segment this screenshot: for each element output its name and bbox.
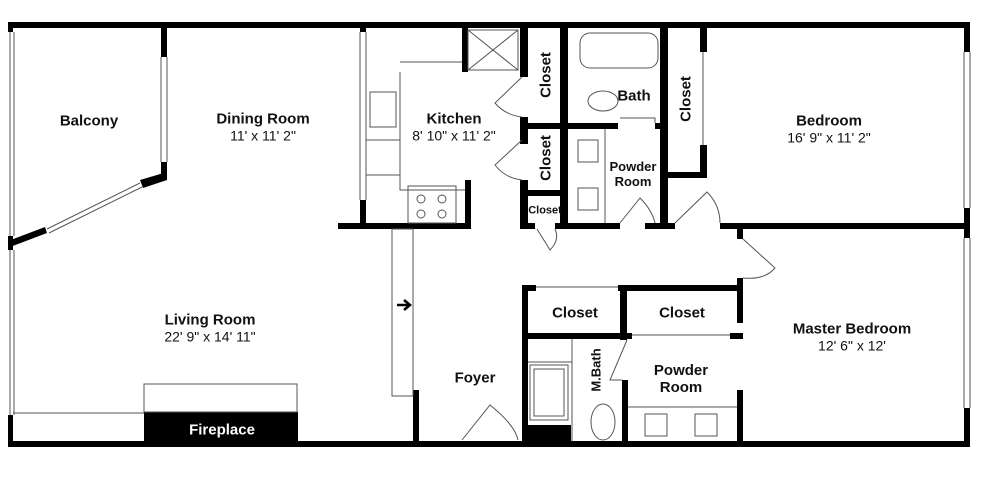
room-balcony: Balcony [60,112,118,129]
windows-and-fixtures [9,29,971,441]
room-closet-3: Closet [528,205,562,218]
room-dimensions: 11' x 11' 2" [230,127,296,144]
room-name: Dining Room [216,110,310,128]
entry-arrow-icon [397,299,412,311]
room-foyer: Foyer [455,369,496,386]
room-living-room: Living Room 22' 9" x 14' 11" [164,311,255,344]
room-name: Closet [659,304,705,322]
room-name: Closet [552,304,598,322]
room-name: Balcony [59,112,119,130]
room-name: Powder Room [609,159,657,189]
room-closet-5: Closet [552,304,598,321]
room-name: Kitchen [426,110,482,128]
room-name: Master Bedroom [792,320,912,338]
room-powder-room-1: Powder Room [605,159,661,190]
room-bath: Bath [617,87,650,104]
room-kitchen: Kitchen 8' 10" x 11' 2" [412,110,496,143]
walls [8,22,970,447]
room-m-bath: M.Bath [588,348,604,392]
fireplace: Fireplace [189,421,255,438]
room-closet-1: Closet [537,52,555,98]
room-name: Bath [617,87,651,105]
room-name: Closet [528,204,562,217]
room-name: Foyer [454,369,496,387]
room-dimensions: 12' 6" x 12' [818,337,886,354]
room-dimensions: 16' 9" x 11' 2" [787,129,871,146]
room-closet-6: Closet [659,304,705,321]
room-master-bedroom: Master Bedroom 12' 6" x 12' [793,320,911,353]
room-dimensions: 8' 10" x 11' 2" [412,127,496,144]
room-name: Bedroom [796,112,862,130]
room-bedroom: Bedroom 16' 9" x 11' 2" [787,112,871,145]
room-name: Living Room [164,311,256,329]
room-powder-room-2: Powder Room [646,362,716,397]
room-dining-room: Dining Room 11' x 11' 2" [216,110,309,143]
room-name: Powder Room [653,361,709,396]
room-dimensions: 22' 9" x 14' 11" [164,328,256,345]
room-closet-4: Closet [677,76,695,122]
room-name: Fireplace [189,421,255,439]
room-closet-2: Closet [537,135,555,181]
